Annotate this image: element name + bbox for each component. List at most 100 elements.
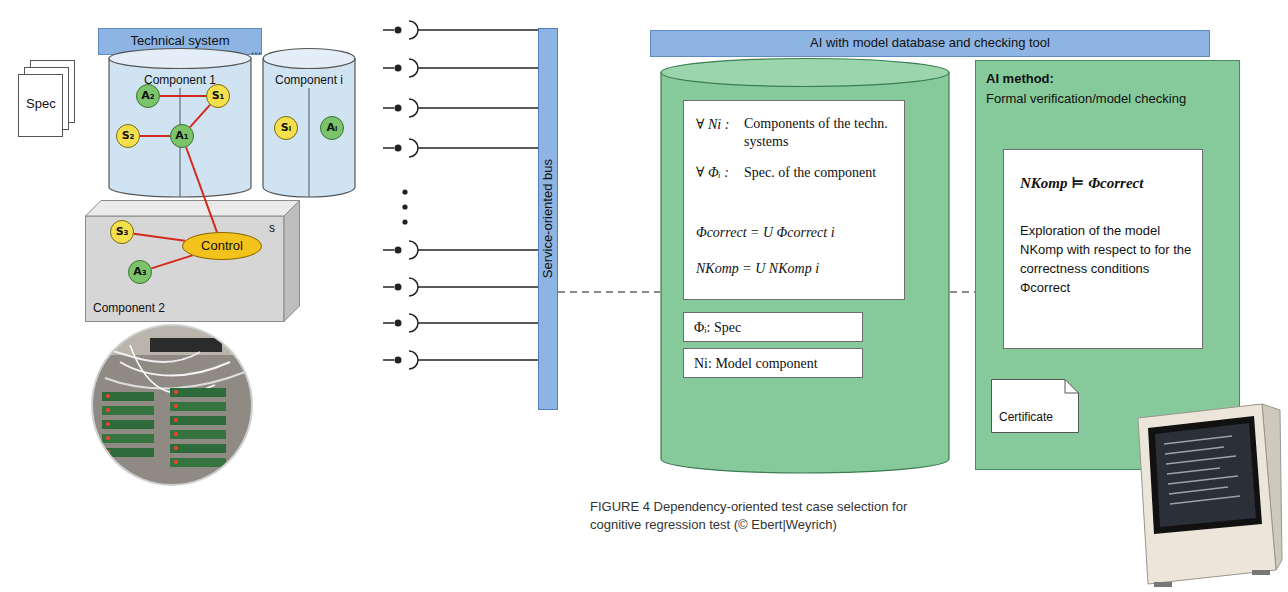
text-slot: ∀ Ni : xyxy=(696,115,729,134)
text-slot: Component i xyxy=(262,70,356,88)
component-box: Component 2sS₃A₃Control xyxy=(85,200,300,322)
text-slot: S₃ xyxy=(111,221,133,243)
wire-connector xyxy=(151,255,192,268)
board xyxy=(102,420,154,429)
board xyxy=(102,406,154,415)
node-text: s xyxy=(269,221,275,236)
photo-cable xyxy=(120,362,230,376)
node-text: Service-oriented bus xyxy=(540,159,556,278)
caption-slot: FIGURE 4 Dependency-oriented test case s… xyxy=(590,498,930,533)
ellipsis-label: ... xyxy=(251,43,261,57)
node-text: ∀ Φᵢ : xyxy=(696,164,729,182)
board xyxy=(170,416,226,425)
header-band: AI with model database and checking tool xyxy=(650,30,1210,57)
wire-connector xyxy=(134,234,185,241)
dashed-link xyxy=(558,291,660,293)
text-slot: Formal verification/model checking xyxy=(986,89,1191,107)
node-text: Component 1 xyxy=(144,73,216,88)
node-text: S₃ xyxy=(116,221,129,243)
node-text: NKomp = U NKomp i xyxy=(696,260,819,278)
board xyxy=(170,444,226,453)
ellipsis-dot xyxy=(402,189,407,194)
node-text: Spec. of the component xyxy=(744,164,876,182)
node-text: Spec xyxy=(26,96,56,112)
text-slot: Component 1 xyxy=(108,70,252,88)
node-text: Technical system xyxy=(131,33,230,49)
cylinder-body xyxy=(109,58,251,197)
photo-table xyxy=(92,325,252,485)
device-front xyxy=(1138,404,1276,584)
text-slot: A₂ xyxy=(137,85,159,107)
control-ellipse: Control xyxy=(182,232,262,260)
led xyxy=(174,418,178,422)
board xyxy=(170,430,226,439)
text-slot: A₁ xyxy=(171,125,193,147)
wire-connector xyxy=(190,105,210,127)
led xyxy=(106,394,110,398)
text-slot: S₁ xyxy=(207,85,229,107)
screen-line xyxy=(1169,487,1228,494)
text-slot: Technical system xyxy=(99,31,261,49)
board xyxy=(102,434,154,443)
text-slot: ∀ Φᵢ : xyxy=(696,163,729,182)
text-slot: Certificate xyxy=(999,407,1053,425)
device-foot xyxy=(1252,570,1270,575)
actuator-circle: A₁ xyxy=(170,124,194,148)
board xyxy=(170,388,226,397)
text-slot: AI with model database and checking tool xyxy=(651,33,1209,51)
text-slot: Φᵢ: Spec xyxy=(694,318,741,337)
node-text: A₂ xyxy=(141,85,154,107)
socket-symbol xyxy=(383,139,538,157)
dashed-link xyxy=(950,291,975,293)
cylinder-divider xyxy=(309,88,310,197)
text-slot: Aᵢ xyxy=(321,117,343,139)
led xyxy=(106,422,110,426)
node-text: Component 2 xyxy=(93,301,165,316)
socket-symbol xyxy=(383,21,538,39)
method-panel: AI method: Formal verification/model chec… xyxy=(975,60,1240,470)
component-cylinder: Component i Sᵢ Aᵢ xyxy=(262,48,356,198)
screen-line xyxy=(1170,496,1240,504)
node-text: ∀ Ni : xyxy=(696,116,729,134)
node-text: AI method: xyxy=(986,71,1054,87)
socket-symbol xyxy=(383,99,538,117)
node-text: S₂ xyxy=(122,125,135,147)
box-front xyxy=(86,216,285,322)
document-page xyxy=(19,75,63,137)
sensor-circle: Sᵢ xyxy=(274,116,298,140)
board xyxy=(170,402,226,411)
text-slot: NKomp ⊨ Φcorrect xyxy=(1020,174,1143,193)
socket-symbol xyxy=(383,314,538,332)
screen-line xyxy=(1165,447,1224,454)
component-cylinder: Component 1A₂ S₁ S₂ A₁ xyxy=(108,48,252,198)
sensor-circle: S₁ xyxy=(206,84,230,108)
box-side xyxy=(284,201,300,322)
node-text: Certificate xyxy=(999,410,1053,425)
photo-switch xyxy=(150,338,222,352)
led xyxy=(174,432,178,436)
screen-line xyxy=(1166,456,1236,464)
cylinder-top xyxy=(661,59,949,87)
text-slot: NKomp = U NKomp i xyxy=(696,259,819,278)
screen-line xyxy=(1167,468,1220,474)
formula-box: ∀ Ni :Components of the techn. systems∀ … xyxy=(683,100,905,300)
shape-outline xyxy=(991,379,1079,433)
photo-frame xyxy=(92,325,252,485)
text-slot: Sᵢ xyxy=(275,117,297,139)
led xyxy=(106,436,110,440)
device-bezel xyxy=(1148,416,1262,534)
text-slot: Service-oriented bus xyxy=(539,29,557,409)
node-text: Φᵢ: Spec xyxy=(694,319,741,337)
node-text: Exploration of the model NKomp with resp… xyxy=(1020,222,1192,297)
cylinder-top xyxy=(263,49,355,69)
cylinder-body xyxy=(661,72,949,473)
wire-connector xyxy=(140,135,170,137)
screen-line xyxy=(1168,476,1238,484)
box-top xyxy=(86,201,300,217)
actuator-circle: A₂ xyxy=(136,84,160,108)
led xyxy=(174,446,178,450)
node-text: NKomp ⊨ Φcorrect xyxy=(1020,174,1143,193)
wire-connector xyxy=(160,95,206,97)
led xyxy=(174,404,178,408)
